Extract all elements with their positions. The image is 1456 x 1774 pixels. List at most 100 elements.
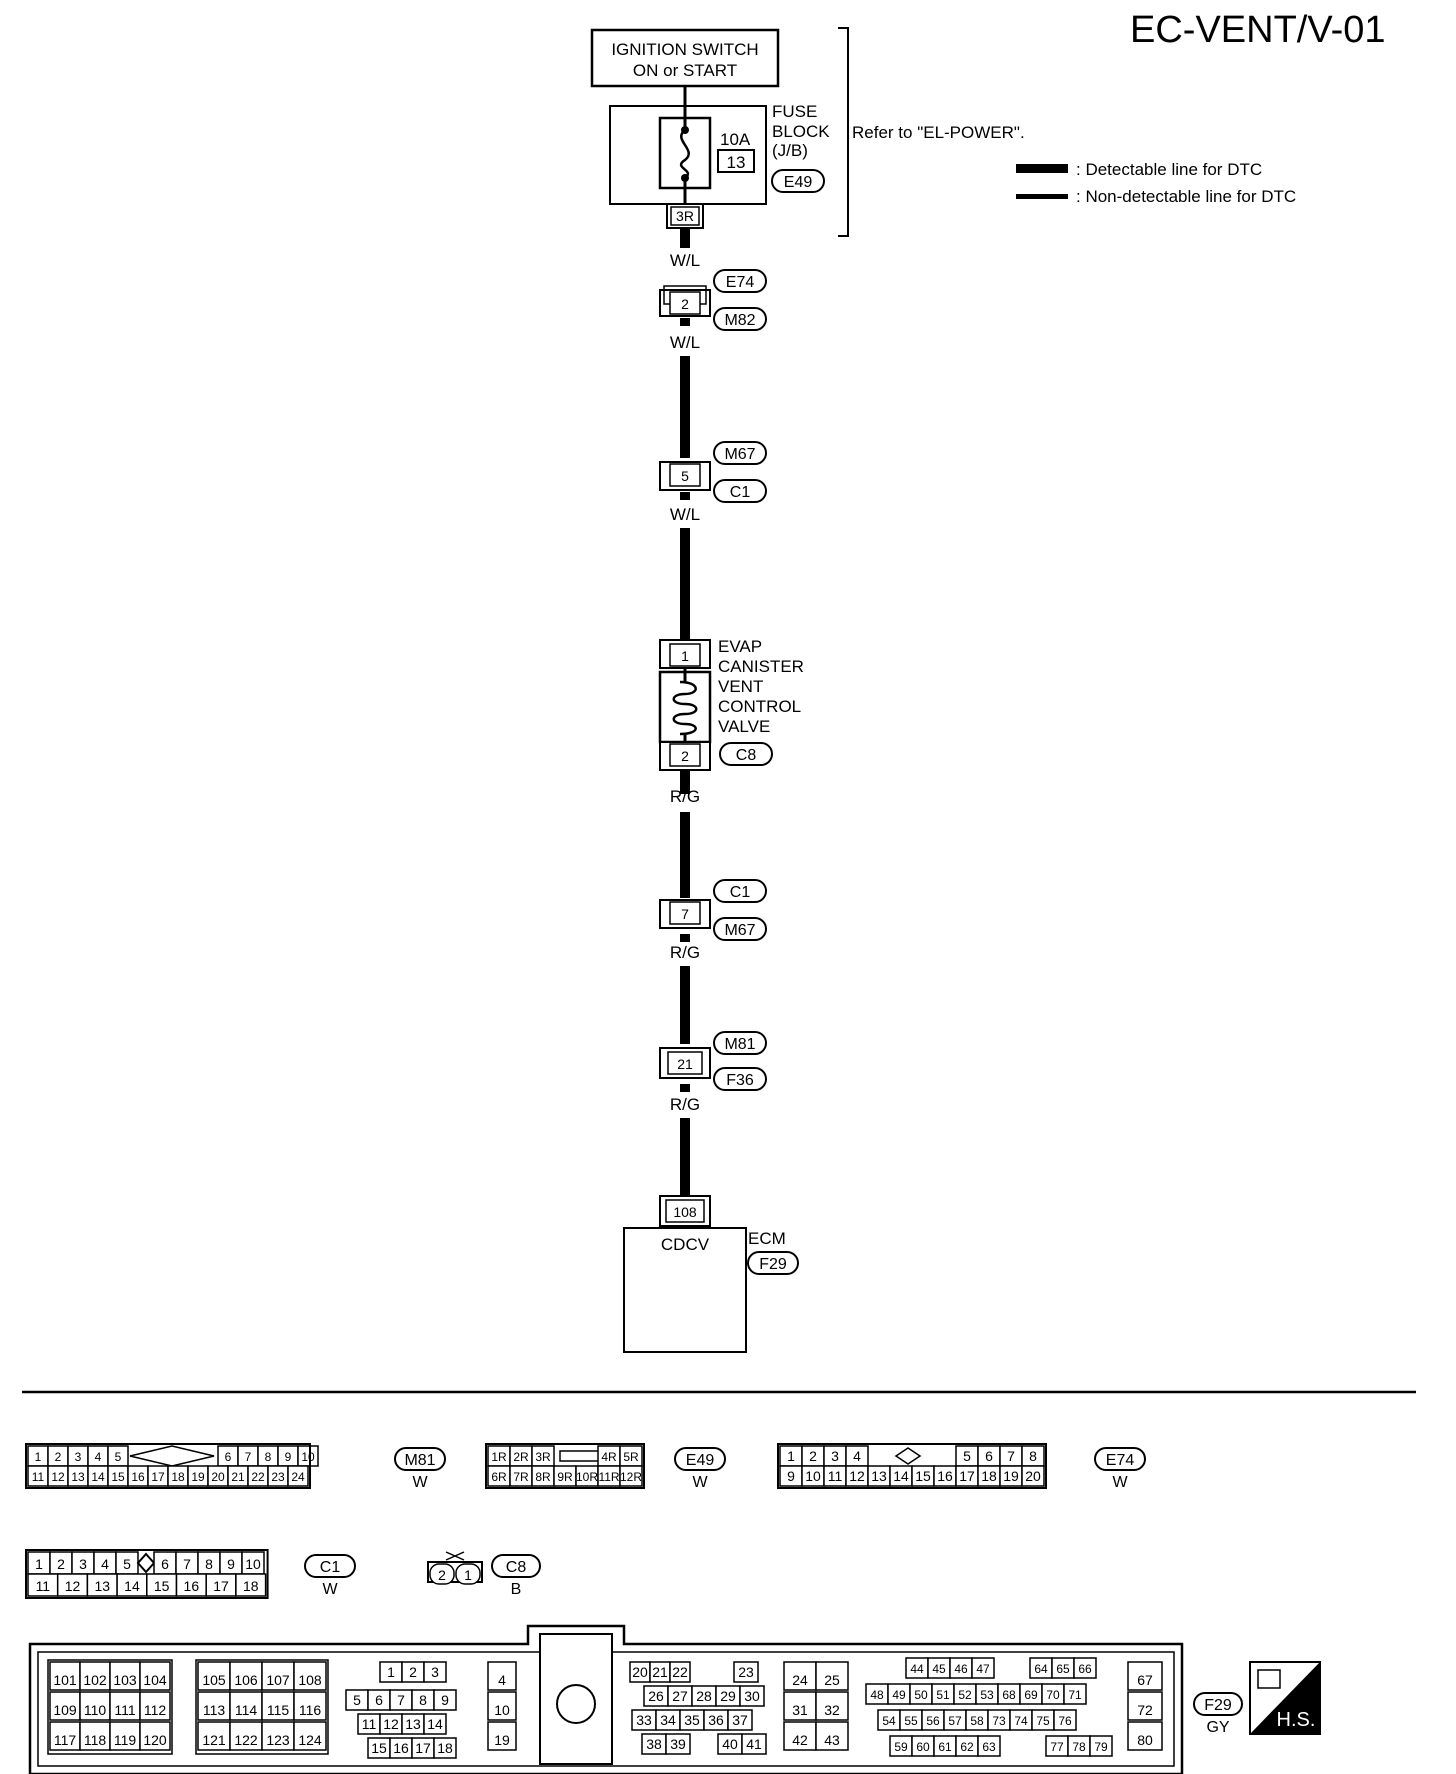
pin-label: 22 <box>672 1664 688 1680</box>
pin-label: 18 <box>437 1740 453 1756</box>
connector-id-oval <box>394 1447 446 1471</box>
pin-label: 124 <box>298 1732 322 1748</box>
pin-label: 5 <box>963 1448 971 1464</box>
pin-label: 9R <box>557 1470 573 1484</box>
pin-cell <box>235 1573 267 1597</box>
pin-label: 114 <box>235 1702 258 1718</box>
pin-label: 18 <box>171 1470 185 1484</box>
pin-label: 10 <box>301 1450 315 1464</box>
pin-label: 73 <box>992 1714 1006 1728</box>
joint2-bottom-id: C1 <box>730 484 751 501</box>
pin-label: 78 <box>1072 1740 1086 1754</box>
pin-label: 3 <box>79 1556 87 1572</box>
wire-color-3: W/L <box>670 505 700 524</box>
pin-label: 4 <box>498 1672 506 1688</box>
pin-cell <box>109 1721 141 1751</box>
pin-label: 116 <box>299 1702 322 1718</box>
pin-label: 8 <box>1029 1448 1037 1464</box>
pin-label: 21 <box>231 1470 245 1484</box>
pin-cell <box>261 1691 295 1721</box>
pin-label: 23 <box>271 1470 285 1484</box>
joint1-top-id: E74 <box>726 274 755 291</box>
pin-label: 34 <box>660 1712 676 1728</box>
pin-cell <box>139 1721 171 1751</box>
pin-cell <box>665 1733 691 1755</box>
pin-label: 14 <box>893 1468 909 1484</box>
pin-label: 110 <box>84 1702 107 1718</box>
pin-label: 79 <box>1094 1740 1108 1754</box>
pin-label: 65 <box>1056 1662 1070 1676</box>
pin-cell <box>815 1661 849 1691</box>
fuse-block-line1: FUSE <box>772 102 817 121</box>
pin-label: 37 <box>732 1712 748 1728</box>
pin-label: 10 <box>805 1468 821 1484</box>
pin-label: 6 <box>225 1450 232 1464</box>
fuse-icon <box>679 129 690 180</box>
joint2-pin: 5 <box>681 468 689 484</box>
pin-label: 15 <box>371 1740 387 1756</box>
pin-label: 69 <box>1024 1688 1038 1702</box>
pin-label: 16 <box>184 1578 200 1594</box>
pin-label: 64 <box>1034 1662 1048 1676</box>
pin-cell <box>815 1721 849 1751</box>
pin-label: 11 <box>828 1468 843 1484</box>
pin-cell <box>79 1721 111 1751</box>
legend-non-detectable: : Non-detectable line for DTC <box>1076 187 1296 206</box>
pin-label: 12 <box>383 1716 399 1732</box>
joint1-bottom-id: M82 <box>724 312 755 329</box>
pin-cell <box>229 1721 263 1751</box>
pin-label: 61 <box>938 1740 952 1754</box>
pin-label: 8 <box>205 1556 213 1572</box>
pin-label: 66 <box>1078 1662 1092 1676</box>
connector-id-oval <box>674 1447 726 1471</box>
pin-cell <box>783 1691 817 1721</box>
pin-label: 117 <box>54 1732 77 1748</box>
pin-label: 46 <box>954 1662 968 1676</box>
pin-label: 15 <box>154 1578 170 1594</box>
pin-cell <box>433 1689 457 1711</box>
pin-label: 35 <box>684 1712 700 1728</box>
pin-label: 24 <box>291 1470 305 1484</box>
connector-id: F29 <box>1204 1697 1232 1714</box>
pin-cell <box>1127 1721 1163 1751</box>
legend-detectable: : Detectable line for DTC <box>1076 160 1262 179</box>
wire-color-2: W/L <box>670 333 700 352</box>
pin-label: 1 <box>787 1448 795 1464</box>
pin-cell <box>261 1661 295 1691</box>
connector-icon <box>1257 1669 1281 1689</box>
pin-cell <box>1089 1735 1113 1757</box>
pin-cell <box>619 1465 643 1487</box>
key-marker <box>559 1450 601 1462</box>
ignition-line1: IGNITION SWITCH <box>611 40 758 59</box>
pin-label: 11 <box>362 1716 377 1732</box>
pin-label: 55 <box>904 1714 918 1728</box>
pin-label: 4R <box>601 1450 617 1464</box>
pin-label: 11 <box>36 1578 51 1594</box>
pin-label: 102 <box>83 1672 107 1688</box>
pin-label: 29 <box>720 1688 736 1704</box>
pin-cell <box>287 1465 309 1487</box>
joint-connector-m67-c1: 5 M67 C1 <box>659 441 767 503</box>
pin-label: 4 <box>101 1556 109 1572</box>
pin-label: 57 <box>948 1714 962 1728</box>
connector-id: E74 <box>1106 1452 1135 1469</box>
pin-label: 33 <box>636 1712 652 1728</box>
joint3-pin: 7 <box>681 906 689 922</box>
pin-label: 20 <box>632 1664 648 1680</box>
pin-label: 41 <box>746 1736 762 1752</box>
pin-label: 1 <box>464 1567 472 1583</box>
valve-connector-id: C8 <box>736 747 757 764</box>
pin-label: 2 <box>57 1556 65 1572</box>
legend: : Detectable line for DTC : Non-detectab… <box>1016 160 1296 206</box>
connector-id-oval <box>1193 1692 1243 1716</box>
wire-color-4: R/G <box>670 787 700 806</box>
pin-label: 27 <box>672 1688 688 1704</box>
pin-label: 47 <box>976 1662 990 1676</box>
pin-label: 6 <box>985 1448 993 1464</box>
valve-label-line5: VALVE <box>718 717 770 736</box>
pin-label: 2 <box>409 1664 417 1680</box>
